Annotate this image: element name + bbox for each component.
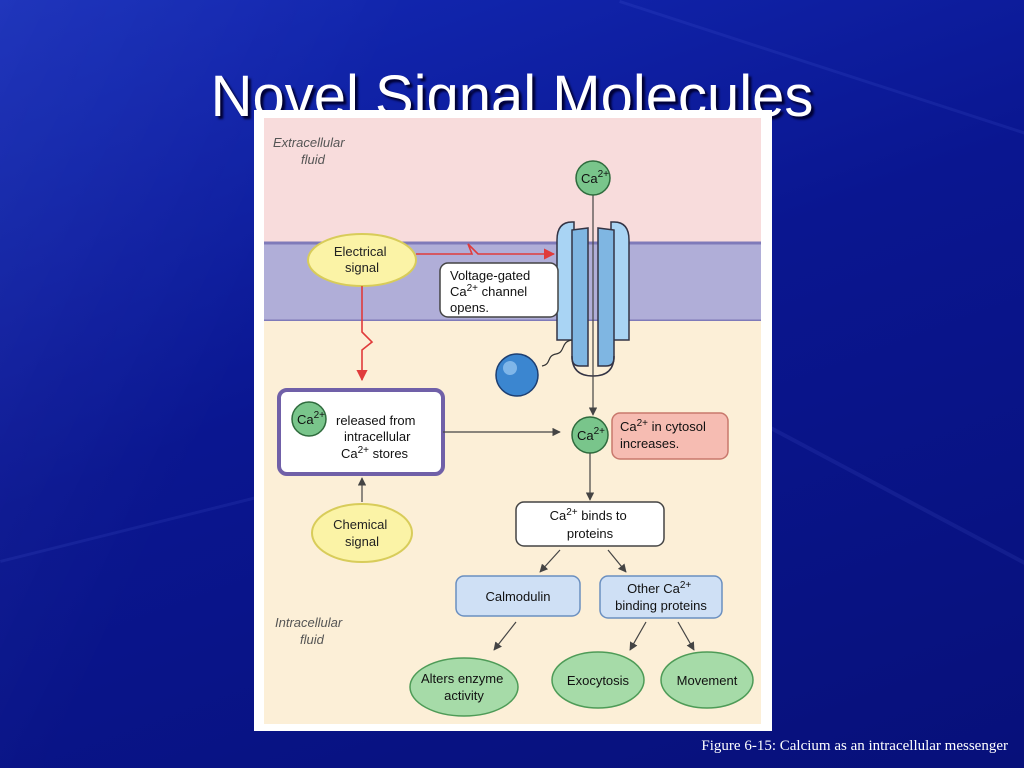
voltage-gated-channel-box: Voltage-gated Ca2+ channel opens. xyxy=(439,262,559,318)
svg-text:released from intracel: released from intracellular Ca2+ stores xyxy=(336,413,419,461)
channel-inactivation-ball-icon xyxy=(495,353,539,397)
electrical-signal-oval: Electrical signal xyxy=(307,233,417,287)
svg-text:Ca2+ in cytosol increa: Ca2+ in cytosol increases. xyxy=(620,418,709,451)
electrical-to-channel-arrow xyxy=(416,243,556,260)
binds-proteins-box: Ca2+ binds to proteins xyxy=(515,501,665,547)
svg-text:Ca2+: Ca2+ xyxy=(297,410,325,427)
svg-text:Other Ca2+ binding pro: Other Ca2+ binding proteins xyxy=(615,576,707,613)
svg-text:Electrical signal: Electrical signal xyxy=(334,244,390,275)
ball-highlight xyxy=(503,361,517,375)
intracellular-label: Intracellular fluid xyxy=(275,615,346,647)
electrical-to-stores-arrow xyxy=(356,286,374,382)
other-binding-proteins-box: Other Ca2+ binding proteins xyxy=(599,575,723,619)
svg-text:Ca2+: Ca2+ xyxy=(577,426,605,443)
cytosol-increase-box: Ca2+ in cytosol increases. xyxy=(611,412,729,460)
channel-tether xyxy=(541,339,573,367)
extracellular-label: Extracellular fluid xyxy=(273,135,348,167)
chemical-signal-oval: Chemical signal xyxy=(311,503,413,563)
binds-to-other-arrow xyxy=(607,549,627,573)
background-ray xyxy=(0,487,292,563)
calmodulin-to-enzyme-arrow xyxy=(493,621,517,651)
other-to-exocytosis-arrow xyxy=(629,621,647,651)
binds-to-calmodulin-arrow xyxy=(539,549,561,573)
svg-text:Calmodulin: Calmodulin xyxy=(485,589,550,604)
figure-panel: Extracellular fluid Intracellular fluid … xyxy=(254,110,772,731)
svg-text:Ca2+: Ca2+ xyxy=(581,169,609,186)
extracellular-region xyxy=(264,118,761,243)
svg-text:Chemical signal: Chemical signal xyxy=(333,517,391,549)
intracellular-stores-box: Ca2+ released from intracellular Ca2+ st… xyxy=(277,388,445,476)
calcium-channel xyxy=(556,221,630,377)
svg-text:Alters enzyme activity: Alters enzyme activity xyxy=(421,671,507,703)
figure-caption: Figure 6-15: Calcium as an intracellular… xyxy=(701,738,1008,754)
movement-oval: Movement xyxy=(660,651,754,709)
alters-enzyme-activity-oval: Alters enzyme activity xyxy=(409,657,519,717)
exocytosis-oval: Exocytosis xyxy=(551,651,645,709)
background-ray xyxy=(758,420,1024,668)
svg-text:Exocytosis: Exocytosis xyxy=(567,673,630,688)
svg-text:Ca2+ binds to proteins: Ca2+ binds to proteins xyxy=(550,507,631,541)
ca-ion-extracellular: Ca2+ xyxy=(575,160,611,196)
calmodulin-box: Calmodulin xyxy=(455,575,581,617)
calcium-signaling-diagram: Extracellular fluid Intracellular fluid … xyxy=(264,118,761,724)
other-to-movement-arrow xyxy=(677,621,695,651)
svg-text:Voltage-gated Ca2+ cha: Voltage-gated Ca2+ channel opens. xyxy=(450,268,534,315)
ca-ion-cytosol: Ca2+ xyxy=(571,416,609,454)
svg-text:Movement: Movement xyxy=(677,673,738,688)
